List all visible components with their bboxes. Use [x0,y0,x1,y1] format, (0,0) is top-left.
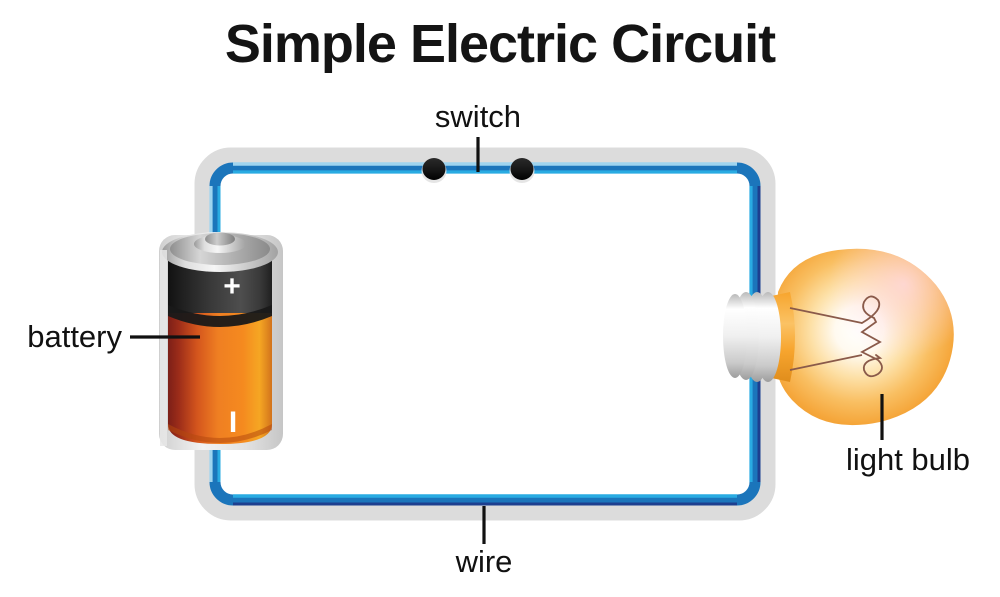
light-bulb-label: light bulb [846,442,970,477]
battery-minus-symbol: I [229,406,237,439]
battery-label: battery [27,319,122,354]
switch-label: switch [435,99,521,134]
wire-circuit [194,147,776,521]
battery-body [168,312,272,444]
wire-casing [194,147,776,521]
switch-icon[interactable] [421,158,535,183]
battery-plus-symbol: + [223,270,241,303]
battery-icon[interactable]: + I [159,232,283,450]
page-title: Simple Electric Circuit [225,14,776,74]
bulb-filament [860,295,883,378]
switch-contact-left[interactable] [422,158,446,180]
wire-core [209,162,761,506]
bulb-pink-tint [775,248,954,426]
battery-bottom-shade [168,424,272,443]
switch-contact-right[interactable] [510,158,534,180]
battery-terminal-nub [205,232,235,246]
battery-section-divider [168,305,272,327]
bulb-filament-lead-bottom [789,354,863,371]
light-bulb-icon[interactable] [723,248,954,426]
battery-left-highlight [160,250,167,446]
bulb-base-ring-1 [723,294,747,378]
wire-label: wire [455,544,513,579]
bulb-filament-lead-top [789,307,863,324]
